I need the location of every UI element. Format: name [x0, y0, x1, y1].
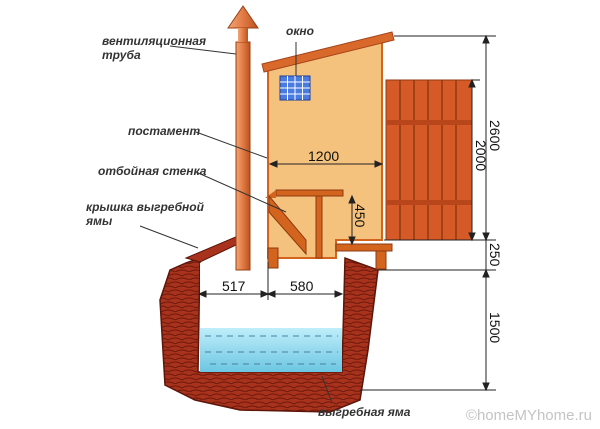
floor-beams	[335, 243, 393, 270]
ventilation-pipe	[227, 5, 259, 271]
vent-pipe-label-line2: труба	[102, 48, 141, 62]
right-span-dimension: 580	[290, 278, 314, 294]
door-height-dimension: 2000	[473, 140, 489, 172]
dimension-lines	[197, 34, 496, 392]
watermark: ©homeMYhome.ru	[465, 407, 592, 424]
leader-lines	[139, 42, 333, 404]
vent-pipe-label-line1: вентиляционная	[102, 34, 207, 48]
left-span-dimension: 517	[222, 278, 246, 294]
pedestal-height-dimension: 450	[352, 204, 368, 228]
house-width-dimension: 1200	[308, 148, 340, 164]
cesspit-label: выгребная яма	[318, 405, 411, 419]
pit-depth-dimension: 1500	[487, 312, 503, 344]
pedestal-seat	[265, 189, 344, 269]
door-planks	[385, 79, 473, 241]
cesspit-liquid	[200, 328, 342, 372]
window-label: окно	[286, 24, 314, 38]
foundation-height-dimension: 250	[487, 243, 503, 267]
pedestal-label: постамент	[128, 124, 201, 138]
total-height-dimension: 2600	[487, 120, 503, 152]
pit-cover	[184, 235, 239, 263]
pit-cover-label-line2: ямы	[86, 214, 113, 228]
window-grid	[279, 75, 311, 101]
splash-wall-label: отбойная стенка	[98, 164, 207, 178]
pit-cover-label-line1: крышка выгребной	[86, 200, 204, 214]
